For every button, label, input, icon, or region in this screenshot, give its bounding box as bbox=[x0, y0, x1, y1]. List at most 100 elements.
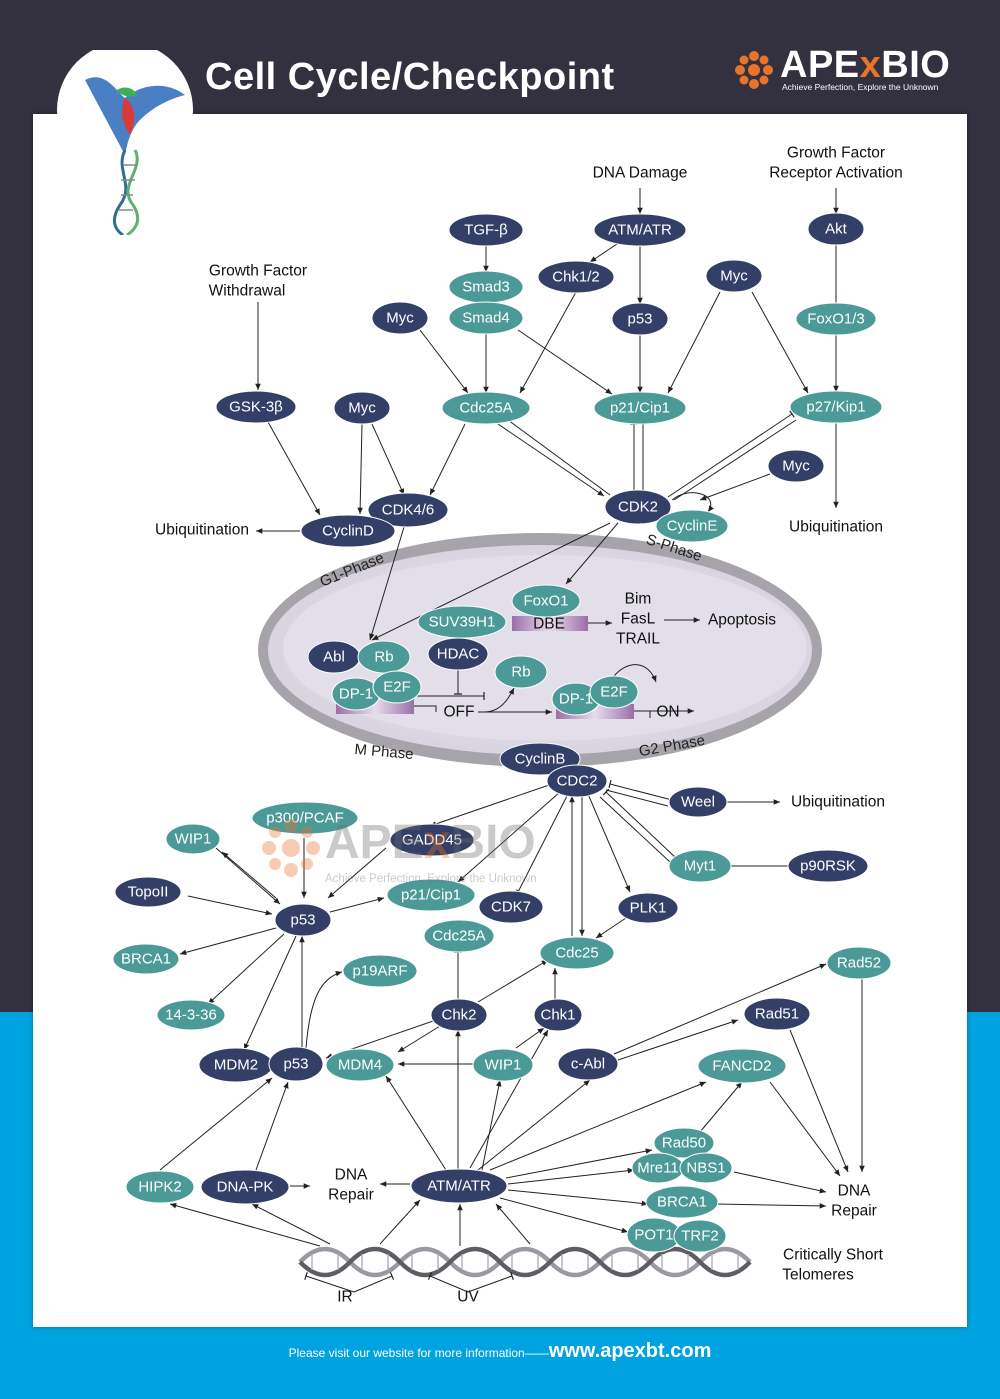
node-cyclinb[interactable]: CyclinB bbox=[499, 742, 581, 776]
label-off: OFF bbox=[444, 704, 475, 721]
node-label: BRCA1 bbox=[121, 951, 171, 968]
node-rad51[interactable]: Rad51 bbox=[743, 997, 811, 1031]
node-shape bbox=[589, 675, 639, 709]
node-wip1b[interactable]: WIP1 bbox=[472, 1048, 534, 1082]
node-e2fb[interactable]: E2F bbox=[589, 675, 639, 709]
node-tgfb[interactable]: TGF-β bbox=[448, 213, 524, 247]
node-label: ATM/ATR bbox=[608, 222, 672, 239]
node-myt1[interactable]: Myt1 bbox=[668, 849, 732, 883]
node-mre11[interactable]: Mre11 bbox=[631, 1152, 685, 1184]
parrot-dna-illustration bbox=[57, 50, 193, 235]
node-pot1[interactable]: POT1 bbox=[626, 1217, 682, 1253]
node-shape bbox=[448, 213, 524, 247]
node-fancd2[interactable]: FANCD2 bbox=[697, 1048, 787, 1084]
node-shape bbox=[795, 302, 877, 336]
node-cdc25a-top[interactable]: Cdc25A bbox=[441, 391, 531, 425]
node-shape bbox=[826, 946, 892, 980]
node-rad50[interactable]: Rad50 bbox=[653, 1127, 715, 1159]
node-trf2[interactable]: TRF2 bbox=[673, 1219, 727, 1253]
node-p90rsk[interactable]: p90RSK bbox=[787, 849, 869, 883]
node-dnapk[interactable]: DNA-PK bbox=[200, 1169, 290, 1205]
node-smad4[interactable]: Smad4 bbox=[448, 301, 524, 335]
node-cdk46[interactable]: CDK4/6 bbox=[367, 492, 449, 528]
node-label: p21/Cip1 bbox=[610, 400, 670, 417]
node-hdac[interactable]: HDAC bbox=[427, 637, 489, 671]
node-label: Smad3 bbox=[462, 279, 510, 296]
node-label: MDM2 bbox=[214, 1057, 258, 1074]
footer-website-link[interactable]: www.apexbt.com bbox=[548, 1340, 712, 1362]
node-wip1a[interactable]: WIP1 bbox=[165, 823, 221, 855]
node-plk1[interactable]: PLK1 bbox=[617, 892, 679, 924]
node-dp1b[interactable]: DP-1 bbox=[551, 682, 601, 716]
node-label: POT1 bbox=[634, 1227, 673, 1244]
node-akt[interactable]: Akt bbox=[807, 212, 865, 246]
node-myc-b[interactable]: Myc bbox=[705, 259, 763, 293]
node-p19arf[interactable]: p19ARF bbox=[342, 954, 418, 988]
node-label: p300/PCAF bbox=[266, 810, 344, 827]
node-p53-low[interactable]: p53 bbox=[268, 1046, 324, 1082]
node-p21b[interactable]: p21/Cip1 bbox=[386, 878, 476, 912]
brand-name: APExBIO bbox=[780, 44, 951, 86]
node-chk1[interactable]: Chk1 bbox=[533, 998, 583, 1032]
node-cyclind[interactable]: CyclinD bbox=[300, 514, 396, 548]
node-abl[interactable]: Abl bbox=[307, 640, 361, 674]
node-rb1[interactable]: Rb bbox=[357, 640, 411, 674]
node-brca1b[interactable]: BRCA1 bbox=[645, 1185, 719, 1219]
node-cycline[interactable]: CyclinE bbox=[655, 509, 729, 543]
node-suv39h1[interactable]: SUV39H1 bbox=[417, 605, 507, 639]
node-topo[interactable]: TopoII bbox=[114, 876, 182, 908]
node-foxo1[interactable]: FoxO1 bbox=[511, 584, 581, 618]
node-mdm2[interactable]: MDM2 bbox=[198, 1047, 274, 1083]
node-p27[interactable]: p27/Kip1 bbox=[789, 390, 883, 424]
node-rb2[interactable]: Rb bbox=[494, 655, 548, 689]
node-gsk3b[interactable]: GSK-3β bbox=[215, 390, 297, 424]
node-brca1a[interactable]: BRCA1 bbox=[112, 943, 180, 975]
node-cdk2[interactable]: CDK2 bbox=[604, 489, 672, 525]
node-shape bbox=[215, 390, 297, 424]
node-cdc25[interactable]: Cdc25 bbox=[539, 936, 615, 970]
label-dna-damage: DNA Damage bbox=[593, 165, 688, 182]
node-atm-top[interactable]: ATM/ATR bbox=[593, 213, 687, 247]
node-gadd45[interactable]: GADD45 bbox=[389, 823, 475, 857]
node-mdm4[interactable]: MDM4 bbox=[325, 1048, 395, 1082]
node-cdc25a-b[interactable]: Cdc25A bbox=[423, 919, 495, 953]
node-p300[interactable]: p300/PCAF bbox=[251, 801, 359, 835]
node-p21-top[interactable]: p21/Cip1 bbox=[593, 391, 687, 425]
node-cabl[interactable]: c-Abl bbox=[557, 1047, 619, 1081]
node-label: GADD45 bbox=[402, 832, 462, 849]
node-cdk7[interactable]: CDK7 bbox=[478, 890, 544, 924]
node-myc-d[interactable]: Myc bbox=[767, 449, 825, 483]
diagram-labels: DNA Damage Growth Factor Receptor Activa… bbox=[155, 145, 903, 1306]
node-shape bbox=[546, 764, 608, 798]
node-nbs1[interactable]: NBS1 bbox=[679, 1152, 733, 1184]
node-e2fa[interactable]: E2F bbox=[372, 670, 422, 704]
node-chk2[interactable]: Chk2 bbox=[430, 998, 488, 1032]
node-hipk2[interactable]: HIPK2 bbox=[125, 1170, 195, 1204]
node-shape bbox=[604, 489, 672, 525]
label-apoptosis: Apoptosis bbox=[708, 612, 776, 629]
footer: Please visit our website for more inform… bbox=[0, 1340, 1000, 1363]
node-p53-mid[interactable]: p53 bbox=[274, 903, 332, 937]
node-shape bbox=[511, 584, 581, 618]
node-p53-top[interactable]: p53 bbox=[611, 302, 669, 336]
label-receptor-activation: Receptor Activation bbox=[769, 165, 903, 182]
node-myc-c[interactable]: Myc bbox=[333, 391, 391, 425]
node-chk12[interactable]: Chk1/2 bbox=[537, 260, 615, 294]
node-label: Mre11 bbox=[637, 1160, 678, 1177]
node-dp1a[interactable]: DP-1 bbox=[331, 677, 381, 711]
node-myc-a[interactable]: Myc bbox=[371, 301, 429, 335]
node-foxo13[interactable]: FoxO1/3 bbox=[795, 302, 877, 336]
node-atm-low[interactable]: ATM/ATR bbox=[410, 1168, 508, 1204]
node-smad3[interactable]: Smad3 bbox=[448, 270, 524, 304]
node-weel[interactable]: Weel bbox=[668, 786, 728, 818]
node-label: CDK7 bbox=[491, 899, 531, 916]
brand-logo[interactable]: APExBIO Achieve Perfection, Explore the … bbox=[730, 44, 960, 96]
node-p1433[interactable]: 14-3-36 bbox=[156, 999, 226, 1031]
label-on: ON bbox=[656, 704, 679, 721]
node-shape bbox=[537, 260, 615, 294]
node-shape bbox=[494, 655, 548, 689]
node-shape bbox=[533, 998, 583, 1032]
node-cdc2[interactable]: CDC2 bbox=[546, 764, 608, 798]
node-rad52[interactable]: Rad52 bbox=[826, 946, 892, 980]
node-label: Rb bbox=[511, 664, 530, 681]
